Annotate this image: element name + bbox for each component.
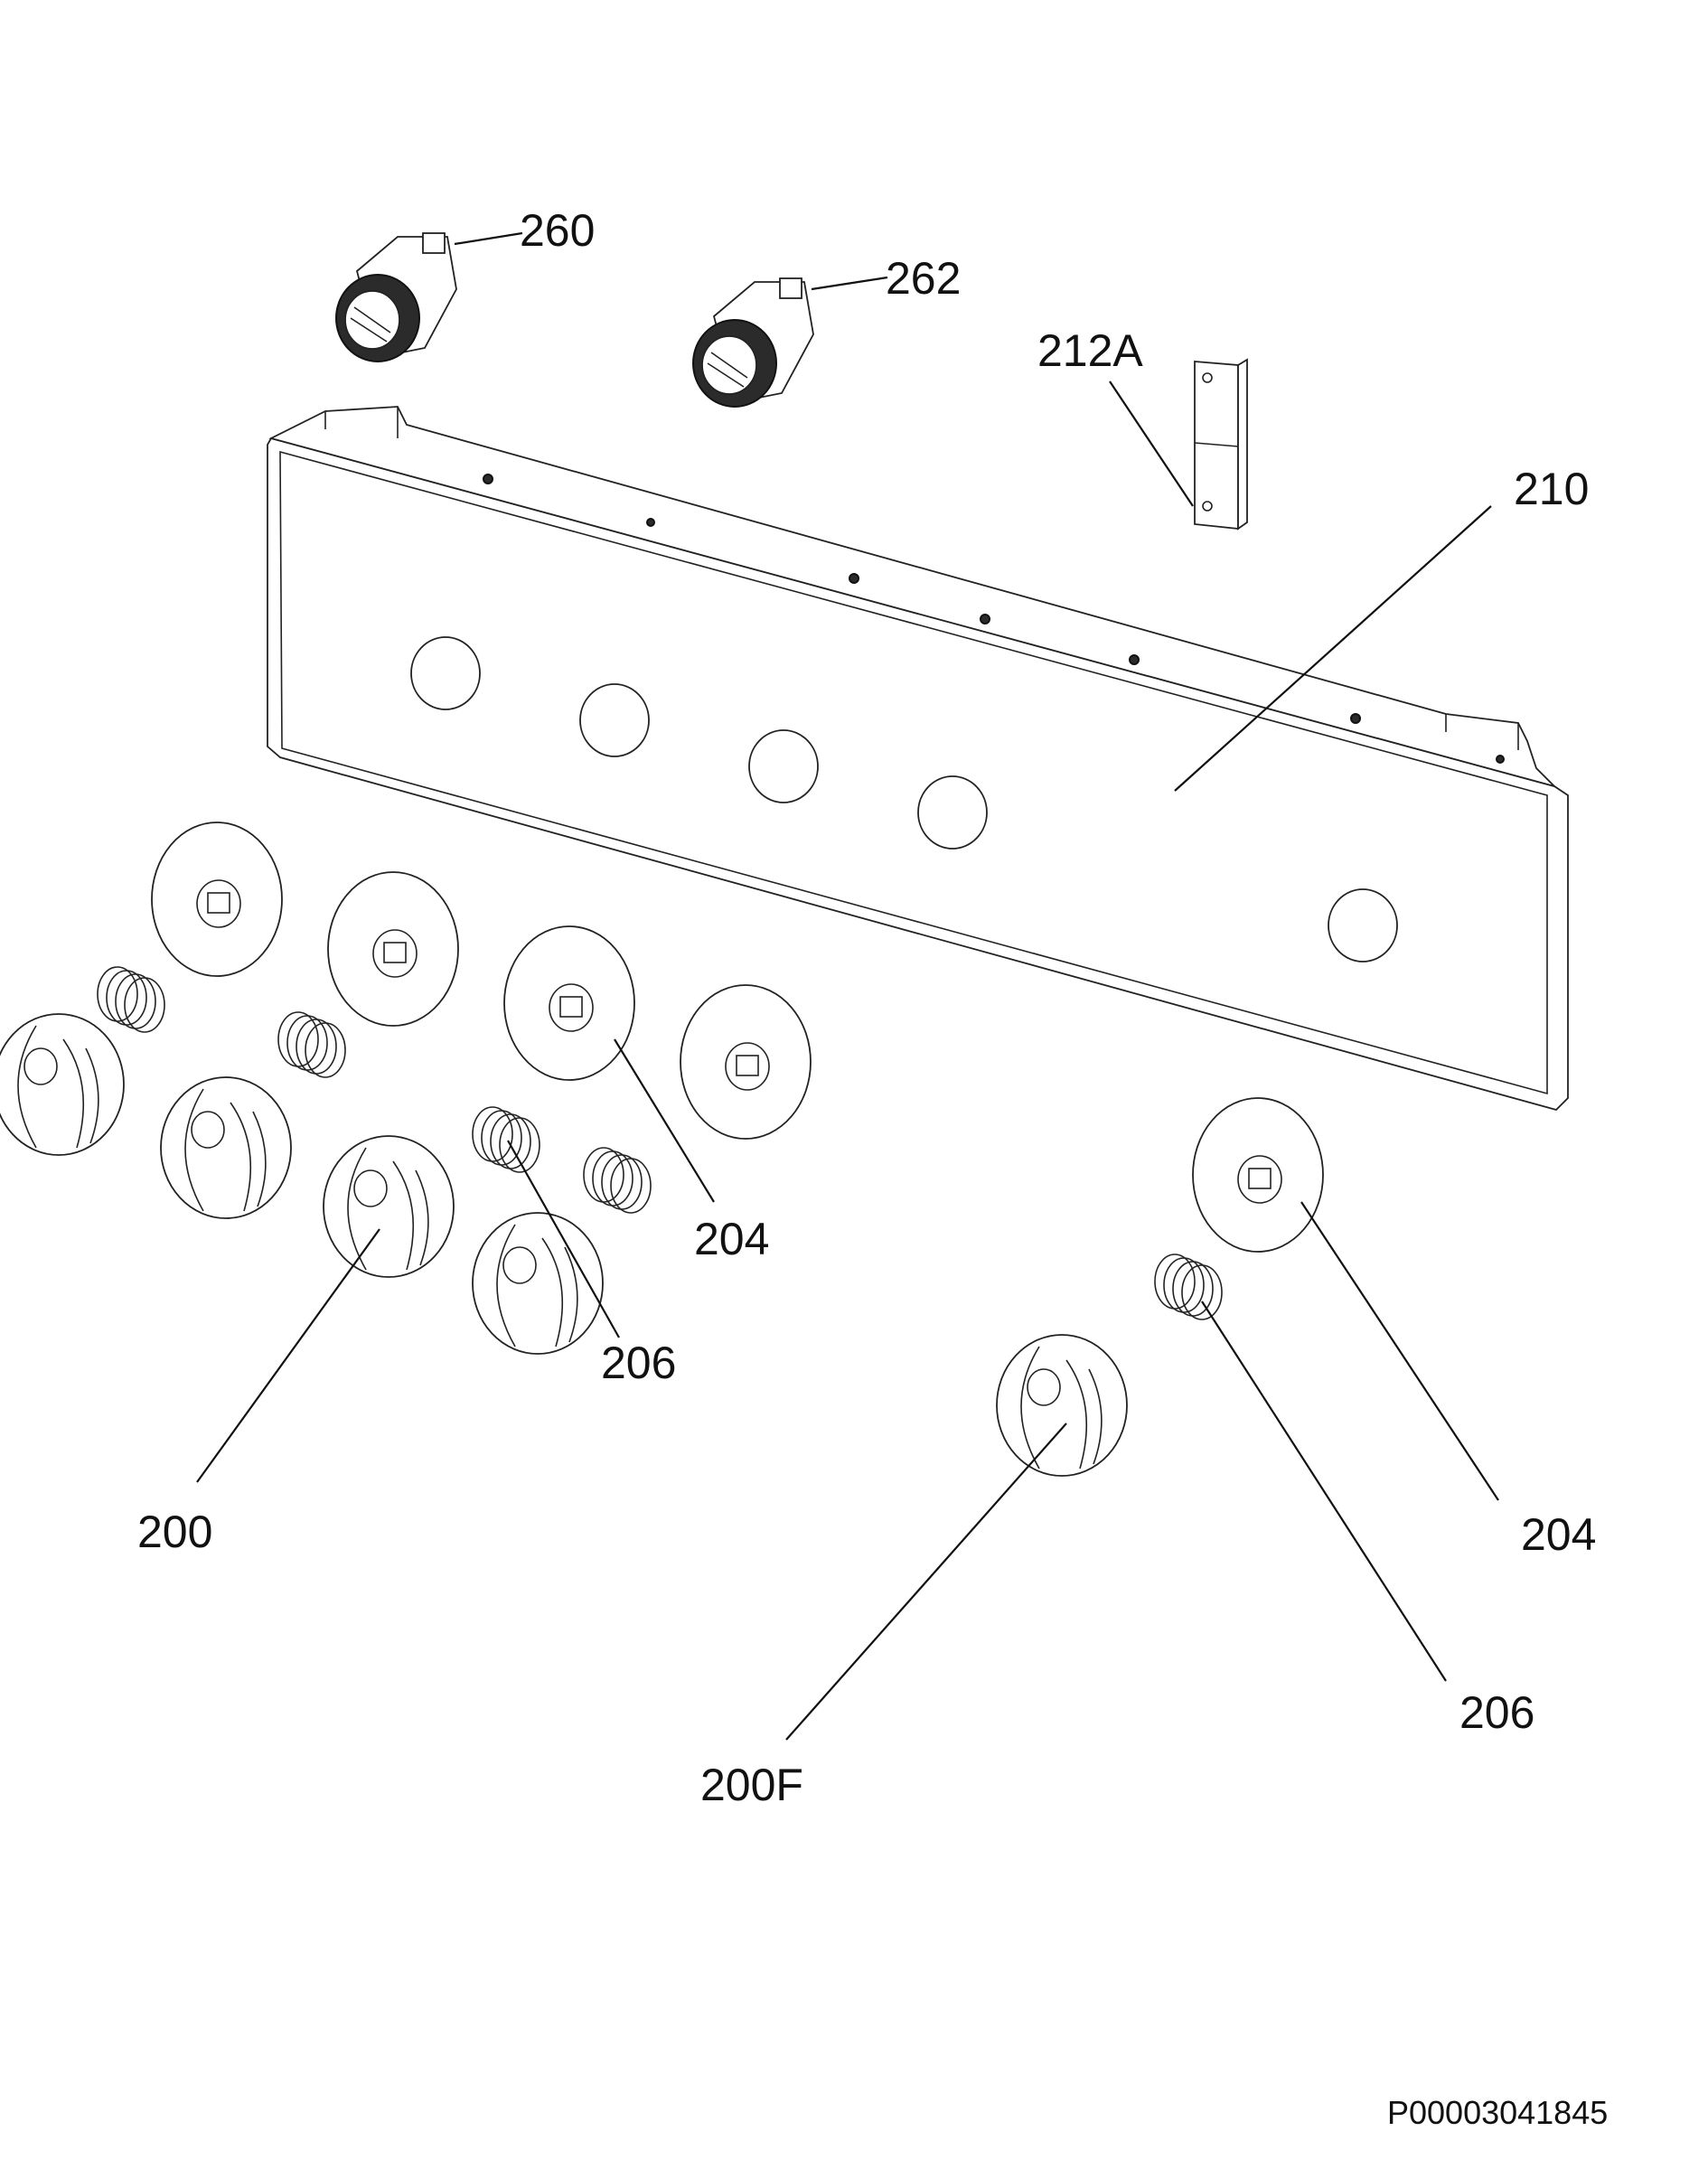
spring-1	[97, 966, 165, 1033]
knob-4	[472, 1212, 604, 1355]
label-200: 200	[137, 1507, 212, 1557]
knob-1	[0, 1013, 125, 1156]
label-212a: 212A	[1037, 325, 1143, 376]
leader-lines	[196, 231, 1499, 1741]
spring-4	[583, 1147, 652, 1214]
bezel-5	[1192, 1097, 1324, 1253]
bezel-4	[680, 984, 812, 1140]
label-260: 260	[520, 205, 595, 256]
spring-5	[1154, 1254, 1223, 1320]
springs-206	[97, 966, 1223, 1320]
bezel-3	[503, 925, 635, 1081]
lamp-holder-260	[335, 232, 457, 362]
bezel-2	[327, 871, 459, 1027]
label-206-right: 206	[1459, 1687, 1534, 1738]
label-200f: 200F	[700, 1760, 803, 1810]
lamp-holder-262	[692, 277, 814, 408]
spring-2	[277, 1011, 346, 1078]
label-204-right: 204	[1521, 1509, 1596, 1560]
control-panel-210	[267, 406, 1569, 1112]
drawing-code: P00003041845	[1387, 2094, 1608, 2131]
knob-3	[323, 1135, 455, 1278]
knob-200f	[996, 1334, 1128, 1477]
bezel-1	[151, 822, 283, 977]
knob-bezels-204	[151, 822, 1324, 1253]
label-262: 262	[886, 253, 961, 304]
label-206-left: 206	[601, 1338, 676, 1388]
label-204-left: 204	[694, 1214, 769, 1264]
control-knobs-200	[0, 1013, 1128, 1477]
spring-3	[472, 1106, 540, 1173]
knob-2	[160, 1076, 292, 1219]
bracket-212a	[1194, 358, 1248, 531]
label-210: 210	[1514, 464, 1589, 514]
